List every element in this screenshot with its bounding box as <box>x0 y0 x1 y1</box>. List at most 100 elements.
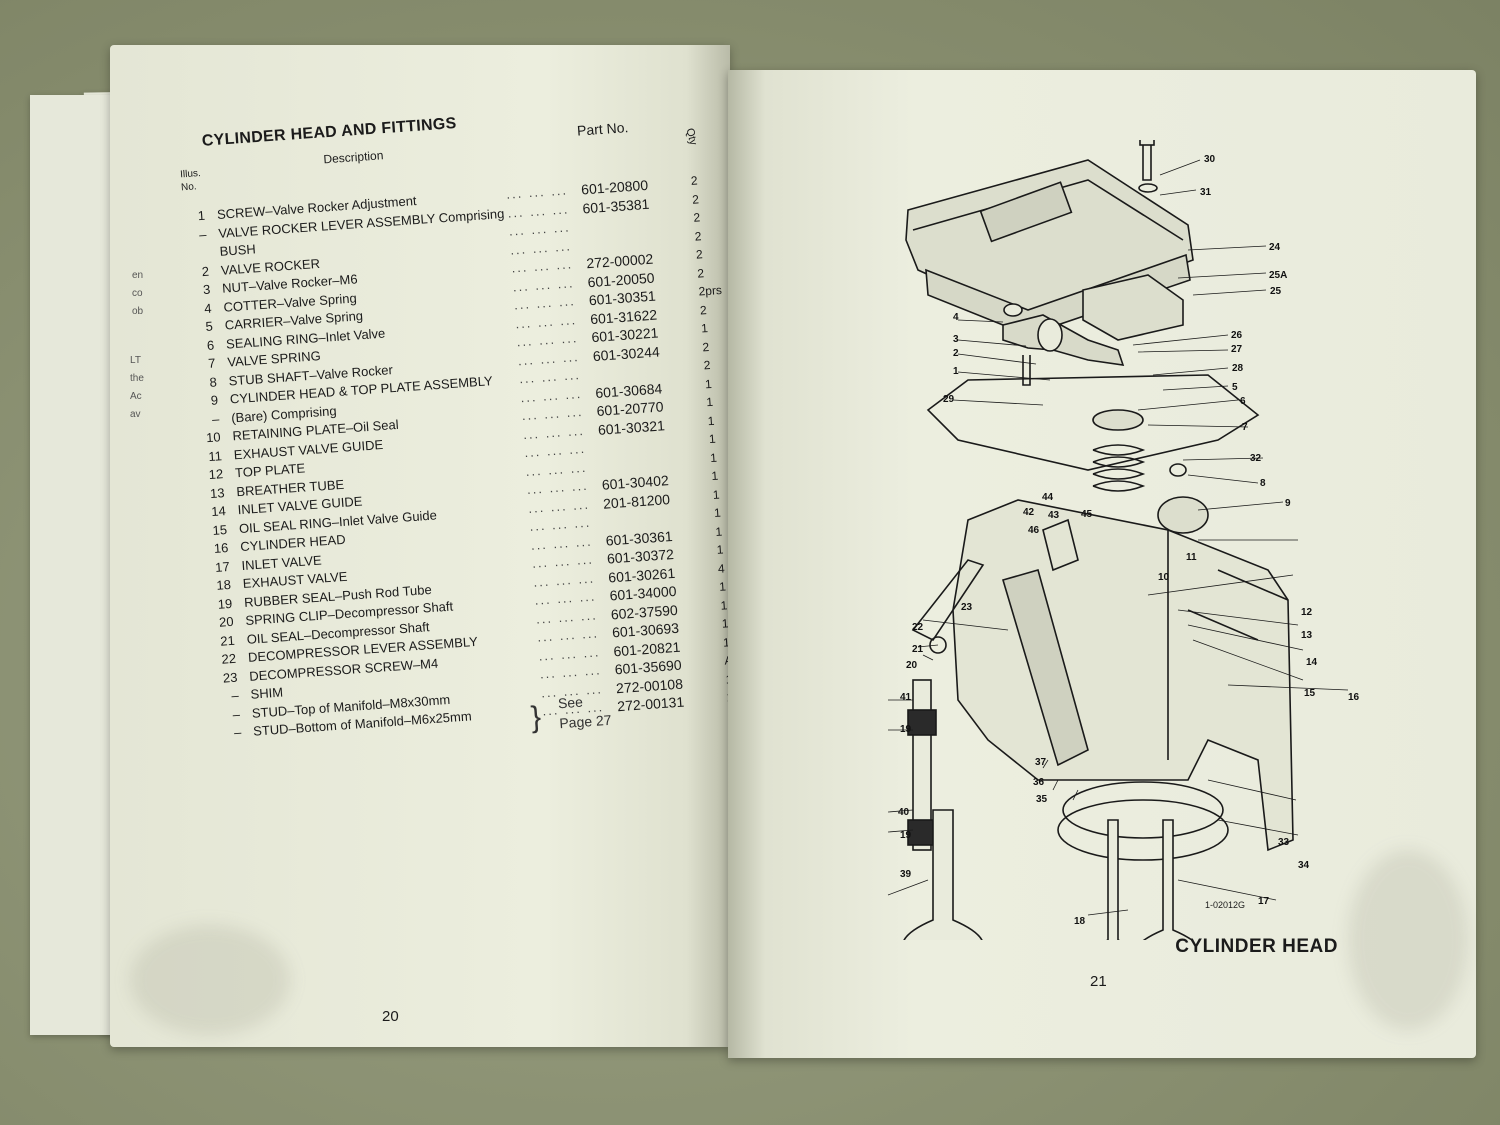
callout-29: 29 <box>943 394 955 405</box>
leader-dots: ... ... ... <box>512 274 575 294</box>
leader-dots: ... ... ... <box>526 477 590 497</box>
spring-carrier <box>1092 409 1144 431</box>
quantity: 1 <box>713 505 722 520</box>
callout-41: 41 <box>900 692 912 703</box>
callout-36: 36 <box>1033 777 1045 788</box>
part-number: 601-20770 <box>596 398 665 419</box>
see-label: See <box>557 693 584 712</box>
quantity: 1 <box>709 450 718 465</box>
illus-number: 21 <box>219 632 236 649</box>
quantity: 1 <box>712 487 720 502</box>
callout-27: 27 <box>1231 344 1243 355</box>
cover-logo-plate <box>979 181 1073 243</box>
callout-45: 45 <box>1081 509 1093 520</box>
bolt-30 <box>1139 134 1155 146</box>
quantity: 1 <box>711 468 719 484</box>
leader-dots: ... ... ... <box>527 496 591 516</box>
leader-dots: ... ... ... <box>534 588 597 608</box>
illus-number: 4 <box>203 300 213 316</box>
gasket-29 <box>926 374 1260 471</box>
callout-16: 16 <box>1348 692 1360 703</box>
part-number: 601-30321 <box>597 416 666 438</box>
part-description: BUSH <box>219 241 257 259</box>
quantity: 4 <box>717 560 726 576</box>
part-number: 601-30261 <box>607 564 676 586</box>
page-stain <box>130 925 290 1035</box>
callout-7: 7 <box>1242 422 1248 433</box>
stub-shaft-9 <box>1157 496 1209 534</box>
illus-number: 12 <box>208 466 224 483</box>
illus-number: 23 <box>222 669 238 686</box>
callout-42: 42 <box>1023 507 1035 518</box>
part-number: 601-30402 <box>601 472 670 493</box>
callout-14: 14 <box>1306 657 1318 668</box>
callout-32: 32 <box>1250 453 1262 464</box>
quantity: 1 <box>714 524 723 539</box>
callout-25A: 25A <box>1269 270 1287 281</box>
illus-number: 14 <box>210 503 227 520</box>
part-number: 601-31622 <box>589 306 658 327</box>
illus-number: 19 <box>217 595 233 612</box>
illus-number: 11 <box>207 447 223 464</box>
illus-number: 7 <box>207 355 216 371</box>
part-number: 601-30361 <box>605 527 674 549</box>
header-no: No. <box>180 181 198 194</box>
quantity: 1 <box>704 376 713 391</box>
callout-28: 28 <box>1232 363 1244 374</box>
illus-number: 1 <box>197 207 206 224</box>
illus-number: 2 <box>201 263 210 279</box>
illus-number: 5 <box>205 318 214 335</box>
callout-43: 43 <box>1048 510 1060 521</box>
callout-22: 22 <box>912 622 924 633</box>
breather-box-25 <box>1082 274 1184 341</box>
part-number: 601-30693 <box>611 619 680 641</box>
callout-19: 19 <box>900 724 912 735</box>
part-number: 201-81200 <box>602 490 671 512</box>
illus-number: 22 <box>221 650 237 667</box>
callout-9: 9 <box>1285 498 1291 509</box>
quantity: 2 <box>692 210 701 225</box>
rocker-lever <box>1002 314 1125 366</box>
callout-21: 21 <box>912 644 924 655</box>
callout-1: 1 <box>953 366 959 377</box>
parts-list-title: CYLINDER HEAD AND FITTINGS <box>201 115 458 150</box>
quantity: 2 <box>703 357 711 373</box>
callout-18: 18 <box>1074 916 1086 927</box>
leader-dots: ... ... ... <box>518 366 582 387</box>
part-number: 601-34000 <box>609 582 677 604</box>
callout-33: 33 <box>1278 837 1290 848</box>
quantity: 2 <box>696 265 705 281</box>
part-number: 601-30684 <box>594 379 663 401</box>
nut-4 <box>1003 303 1023 317</box>
page-stain <box>1348 850 1468 1030</box>
callout-15: 15 <box>1304 688 1316 699</box>
seal-ring-33 <box>1062 781 1224 839</box>
part-number: 602-37590 <box>610 601 679 622</box>
illus-number: 20 <box>218 613 234 630</box>
left-page: en co ob LT the Ac av CYLINDER HEAD AND … <box>110 45 774 1047</box>
callout-19: 19 <box>900 830 912 841</box>
part-number: 601-30221 <box>590 324 659 346</box>
nut-32 <box>1169 463 1187 477</box>
callout-31: 31 <box>1200 187 1212 198</box>
leader-dots: ... ... ... <box>520 385 583 405</box>
illus-number: 16 <box>213 540 229 556</box>
illus-number: 3 <box>202 281 211 298</box>
part-number: 601-30351 <box>588 287 657 309</box>
quantity: 1 <box>718 579 727 594</box>
header-qty: Qty <box>683 126 700 147</box>
illus-number: 15 <box>212 521 228 538</box>
illus-number: 10 <box>205 429 222 446</box>
leader-dots: ... ... ... <box>507 200 570 221</box>
figure-code: 1-02012G <box>1205 900 1246 910</box>
part-number: 601-30372 <box>606 545 675 567</box>
callout-37: 37 <box>1035 757 1047 768</box>
leader-dots: ... ... ... <box>531 551 595 571</box>
underlying-sheet-edge: en <box>30 95 141 1035</box>
quantity: 2 <box>699 302 708 317</box>
illus-number: – <box>211 410 220 427</box>
cylinder-head-body <box>952 499 1294 852</box>
callout-5: 5 <box>1232 382 1238 393</box>
